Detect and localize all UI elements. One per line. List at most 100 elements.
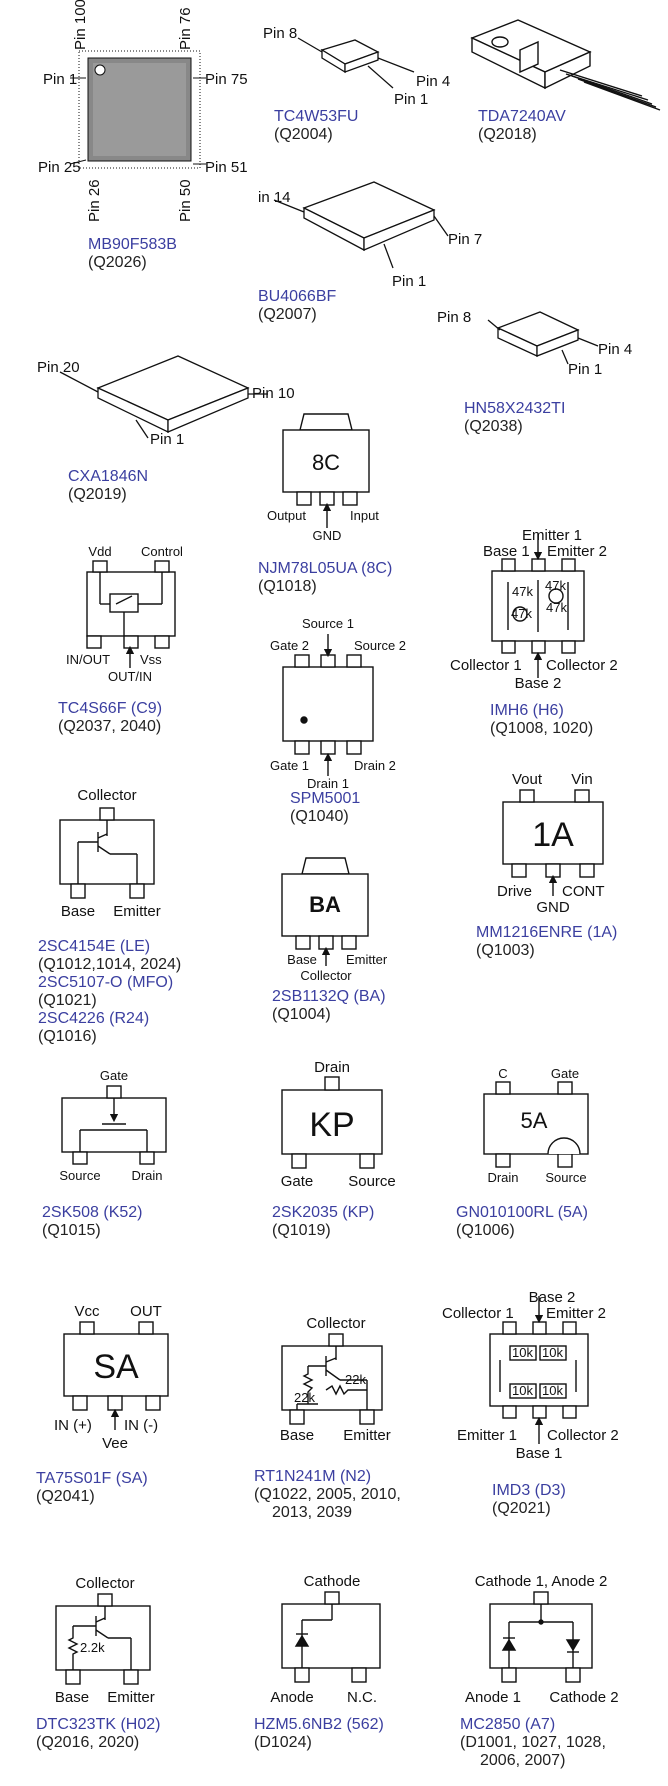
mm-drive: Drive bbox=[497, 883, 532, 900]
h02-r: 2.2k bbox=[80, 1640, 105, 1655]
mm1216enre-package bbox=[502, 789, 604, 896]
mm-cont: CONT bbox=[562, 883, 605, 900]
n2-base: Base bbox=[280, 1427, 314, 1444]
dtc323tk-package bbox=[55, 1593, 151, 1685]
2sb1132q-package bbox=[281, 857, 369, 966]
mb-pin1: Pin 1 bbox=[43, 71, 77, 88]
part-label: BU4066BF(Q2007) bbox=[258, 288, 337, 323]
d3-emitter1: Emitter 1 bbox=[457, 1427, 517, 1444]
tc4s-vdd: Vdd bbox=[88, 544, 111, 559]
n2-r2: 22k bbox=[294, 1390, 315, 1405]
njm78l05ua-package bbox=[282, 413, 370, 528]
2sc-base: Base bbox=[61, 903, 95, 920]
cxa-pin1: Pin 1 bbox=[150, 431, 184, 448]
spm5001-package bbox=[282, 634, 374, 776]
mc-cathode2: Cathode 2 bbox=[549, 1689, 618, 1706]
mm-marking: 1A bbox=[532, 816, 574, 854]
sa-inminus: IN (-) bbox=[124, 1417, 158, 1434]
imh6-r1: 47k bbox=[512, 584, 533, 599]
2sc-emitter: Emitter bbox=[113, 903, 161, 920]
gn010100rl-package bbox=[483, 1081, 589, 1168]
ba-marking: BA bbox=[309, 892, 341, 917]
part-label: TA75S01F (SA)(Q2041) bbox=[36, 1470, 148, 1505]
2sc4154e-package bbox=[59, 807, 155, 899]
part-label: 2SK2035 (KP)(Q1019) bbox=[272, 1204, 375, 1239]
2sk2035-package bbox=[281, 1076, 383, 1169]
imh6-emitter2: Emitter 2 bbox=[547, 543, 607, 560]
2sk508-package bbox=[61, 1085, 167, 1165]
mc-top: Cathode 1, Anode 2 bbox=[475, 1573, 608, 1590]
ba-emitter: Emitter bbox=[346, 952, 388, 967]
ba-base: Base bbox=[287, 952, 317, 967]
imh6-collector2: Collector 2 bbox=[546, 657, 618, 674]
part-label: SPM5001(Q1040) bbox=[290, 790, 361, 825]
part-label: TC4S66F (C9)(Q2037, 2040) bbox=[58, 700, 163, 735]
mm-vin: Vin bbox=[571, 771, 592, 788]
h02-base: Base bbox=[55, 1689, 89, 1706]
tc4s-control: Control bbox=[141, 544, 183, 559]
tc4s66f-package bbox=[86, 560, 176, 668]
d3-r2: 10k bbox=[542, 1345, 563, 1360]
imh6-r4: 47k bbox=[546, 600, 567, 615]
gn-gate: Gate bbox=[551, 1066, 579, 1081]
njm-marking: 8C bbox=[312, 450, 340, 475]
sa-vcc: Vcc bbox=[74, 1303, 100, 1320]
bu-pin14: in 14 bbox=[258, 189, 291, 206]
imh6-base2: Base 2 bbox=[515, 675, 562, 692]
part-label: HN58X2432TI(Q2038) bbox=[464, 400, 566, 435]
njm-gnd: GND bbox=[313, 528, 342, 543]
kp-marking: KP bbox=[309, 1106, 354, 1144]
imh6-r2: 47k bbox=[545, 578, 566, 593]
hzm56nb2-package bbox=[281, 1591, 381, 1683]
mm-vout: Vout bbox=[512, 771, 543, 788]
d3-base2: Base 2 bbox=[529, 1289, 576, 1306]
cxa1846n-package bbox=[59, 355, 268, 439]
tc4s-outin: OUT/IN bbox=[108, 669, 152, 684]
tc4w-pin4: Pin 4 bbox=[416, 73, 450, 90]
part-label: 2SK508 (K52)(Q1015) bbox=[42, 1204, 143, 1239]
hn-pin4: Pin 4 bbox=[598, 341, 632, 358]
part-label: RT1N241M (N2)(Q1022, 2005, 2010, 2013, 2… bbox=[254, 1468, 401, 1521]
mb-pin50: Pin 50 bbox=[177, 179, 194, 222]
part-label: CXA1846N(Q2019) bbox=[68, 468, 149, 503]
tda7240av-package bbox=[470, 19, 661, 111]
part-label: 2SC4154E (LE)(Q1012,1014, 2024) 2SC5107-… bbox=[38, 938, 182, 1045]
mb-pin75: Pin 75 bbox=[205, 71, 248, 88]
k52-gate: Gate bbox=[100, 1068, 128, 1083]
tc4s-inout: IN/OUT bbox=[66, 652, 110, 667]
spm-source1: Source 1 bbox=[302, 616, 354, 631]
part-label: HZM5.6NB2 (562)(D1024) bbox=[254, 1716, 384, 1751]
part-label: TC4W53FU(Q2004) bbox=[274, 108, 359, 143]
imh6-collector1: Collector 1 bbox=[450, 657, 522, 674]
imd3-package bbox=[489, 1296, 589, 1444]
bu-pin1: Pin 1 bbox=[392, 273, 426, 290]
n2-emitter: Emitter bbox=[343, 1427, 391, 1444]
n2-r1: 22k bbox=[345, 1372, 366, 1387]
rt1n241m-package bbox=[281, 1333, 383, 1425]
k52-drain: Drain bbox=[131, 1168, 162, 1183]
d3-r1: 10k bbox=[512, 1345, 533, 1360]
part-label: IMD3 (D3)(Q2021) bbox=[492, 1482, 566, 1517]
imh6-r3: 47k bbox=[511, 606, 532, 621]
d3-emitter2: Emitter 2 bbox=[546, 1305, 606, 1322]
mb-pin25: Pin 25 bbox=[38, 159, 81, 176]
k52-source: Source bbox=[59, 1168, 100, 1183]
kp-drain: Drain bbox=[314, 1059, 350, 1076]
spm-gate1: Gate 1 bbox=[270, 758, 309, 773]
spm-drain2: Drain 2 bbox=[354, 758, 396, 773]
ta75s01f-package bbox=[63, 1321, 169, 1430]
part-label: DTC323TK (H02)(Q2016, 2020) bbox=[36, 1716, 161, 1751]
njm-output: Output bbox=[267, 508, 306, 523]
spm-gate2: Gate 2 bbox=[270, 638, 309, 653]
sa-vee: Vee bbox=[102, 1435, 128, 1452]
mm-gnd: GND bbox=[536, 899, 570, 916]
part-label: MB90F583B(Q2026) bbox=[88, 236, 177, 271]
part-label: GN010100RL (5A)(Q1006) bbox=[456, 1204, 588, 1239]
imh6-base1: Base 1 bbox=[483, 543, 530, 560]
h02-emitter: Emitter bbox=[107, 1689, 155, 1706]
d3-base1: Base 1 bbox=[516, 1445, 563, 1462]
hn58x2432ti-package bbox=[487, 311, 599, 365]
tc4w53fu-package bbox=[297, 37, 415, 89]
hn-pin1: Pin 1 bbox=[568, 361, 602, 378]
